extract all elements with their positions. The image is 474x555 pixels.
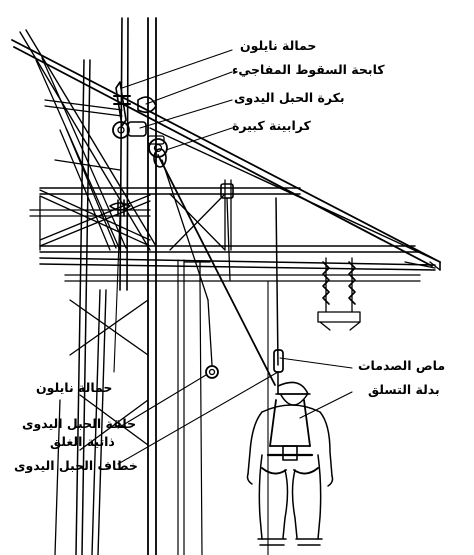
label-climbing-harness: بدلة التسلق	[368, 382, 440, 398]
label-manual-rope-hook: خطاف الحبل اليدوى	[14, 458, 138, 474]
label-self-locking: ذاتية الغلق	[50, 434, 115, 450]
label-manual-rope-pulley: بكرة الحبل اليدوى	[234, 90, 345, 106]
label-manual-rope-ring: حلقة الحبل اليدوى	[22, 416, 136, 432]
label-nylon-sling-bottom: حمالة نايلون	[36, 380, 112, 396]
label-shock-absorber: ماص الصدمات	[358, 358, 445, 374]
label-fall-arrester: كابحة السقوط المفاجيء	[232, 62, 385, 78]
horizontal-beams	[40, 180, 435, 281]
climber-figure	[248, 382, 333, 545]
label-large-carabiner: كرابينة كبيرة	[232, 118, 311, 134]
label-nylon-sling-top: حمالة نايلون	[240, 38, 316, 54]
manual-rope-ring	[206, 366, 218, 378]
